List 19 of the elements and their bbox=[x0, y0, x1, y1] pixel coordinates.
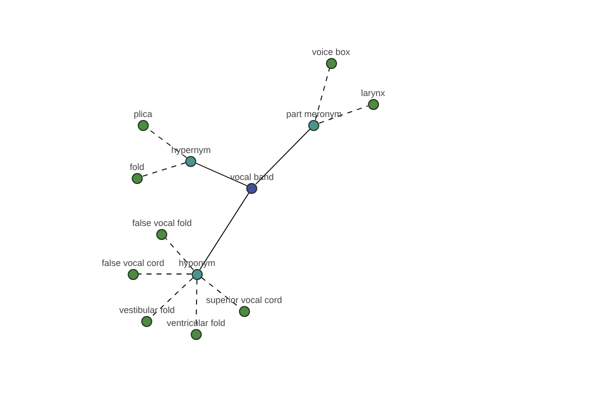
dashed-line bbox=[318, 105, 368, 124]
node-label: hypernym bbox=[171, 144, 211, 156]
node-label: vestibular fold bbox=[119, 304, 175, 316]
node-label: part meronym bbox=[286, 108, 342, 120]
node-label: larynx bbox=[361, 88, 385, 98]
node-label: false vocal cord bbox=[102, 258, 164, 268]
node-label: fold bbox=[130, 162, 144, 172]
dashed-line bbox=[315, 68, 330, 120]
node-label: voice box bbox=[312, 46, 350, 58]
dashed-line bbox=[165, 238, 194, 270]
dashed-line bbox=[150, 277, 194, 318]
line bbox=[255, 128, 311, 185]
node-label: plica bbox=[134, 108, 152, 120]
node-label: false vocal fold bbox=[132, 218, 192, 228]
node-label: superior vocal cord bbox=[206, 294, 282, 306]
dashed-line bbox=[142, 162, 186, 177]
node-label: ventricular fold bbox=[166, 318, 226, 328]
line bbox=[200, 192, 250, 270]
line bbox=[196, 162, 248, 186]
